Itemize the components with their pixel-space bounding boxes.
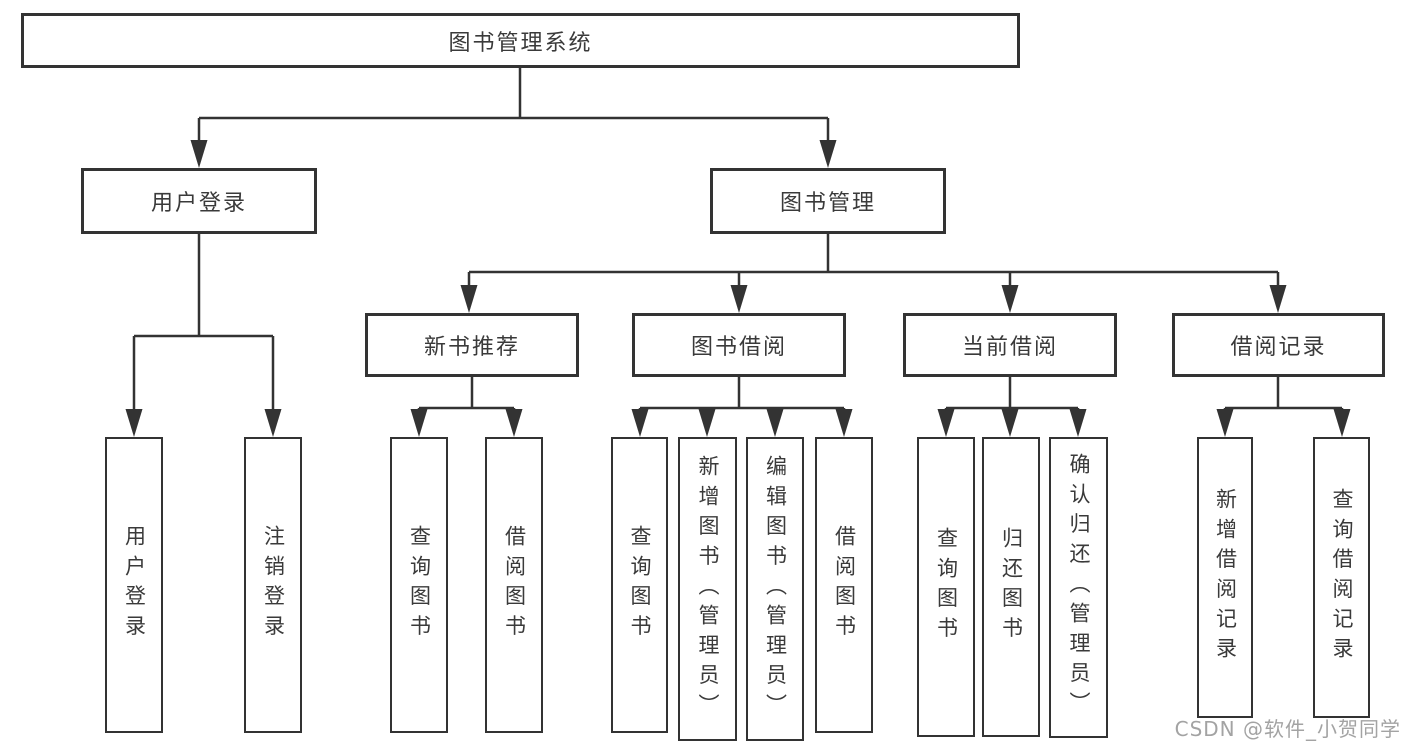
leaf-add-borrow-record-label: 新增借阅记录	[1213, 488, 1238, 667]
node-new-book-recommend: 新书推荐	[365, 313, 579, 377]
leaf-logout-label: 注销登录	[261, 525, 286, 645]
leaf-add-books-admin-label: 新增图书（管理员）	[696, 454, 720, 724]
leaf-query-books-recommend: 查询图书	[390, 437, 448, 733]
node-book-borrowing-label: 图书借阅	[690, 335, 787, 360]
leaf-user-login-label: 用户登录	[122, 525, 147, 645]
leaf-query-borrow-record: 查询借阅记录	[1313, 437, 1370, 718]
node-book-management-label: 图书管理	[779, 191, 876, 216]
leaf-confirm-return-admin-label: 确认归还（管理员）	[1067, 453, 1091, 722]
leaf-edit-books-admin-label: 编辑图书（管理员）	[763, 454, 788, 724]
node-library-system: 图书管理系统	[21, 13, 1020, 68]
csdn-watermark: CSDN @软件_小贺同学	[1174, 717, 1401, 741]
node-user-login: 用户登录	[81, 168, 317, 234]
leaf-user-login: 用户登录	[105, 437, 163, 733]
leaf-return-books: 归还图书	[982, 437, 1040, 737]
leaf-borrow-books-recommend-label: 借阅图书	[502, 525, 527, 645]
node-library-system-label: 图书管理系统	[448, 30, 593, 56]
leaf-logout: 注销登录	[244, 437, 302, 733]
node-book-borrowing: 图书借阅	[632, 313, 846, 377]
leaf-confirm-return-admin: 确认归还（管理员）	[1049, 437, 1108, 738]
leaf-borrow-books-borrowing-label: 借阅图书	[832, 525, 857, 645]
leaf-query-books-borrowing-label: 查询图书	[628, 525, 652, 645]
leaf-borrow-books-borrowing: 借阅图书	[815, 437, 873, 733]
node-user-login-label: 用户登录	[150, 191, 247, 216]
node-borrowing-records: 借阅记录	[1172, 313, 1385, 377]
node-new-book-recommend-label: 新书推荐	[423, 335, 520, 360]
leaf-query-books-borrowing: 查询图书	[611, 437, 668, 733]
leaf-query-books-current: 查询图书	[917, 437, 975, 737]
leaf-borrow-books-recommend: 借阅图书	[485, 437, 543, 733]
node-current-borrowing: 当前借阅	[903, 313, 1117, 377]
node-book-management: 图书管理	[710, 168, 946, 234]
leaf-query-borrow-record-label: 查询借阅记录	[1330, 488, 1354, 667]
leaf-return-books-label: 归还图书	[999, 527, 1024, 647]
leaf-edit-books-admin: 编辑图书（管理员）	[746, 437, 804, 741]
leaf-add-borrow-record: 新增借阅记录	[1197, 437, 1253, 718]
leaf-add-books-admin: 新增图书（管理员）	[678, 437, 737, 741]
node-borrowing-records-label: 借阅记录	[1230, 335, 1327, 360]
node-current-borrowing-label: 当前借阅	[961, 335, 1058, 360]
leaf-query-books-current-label: 查询图书	[934, 527, 959, 647]
leaf-query-books-recommend-label: 查询图书	[407, 525, 432, 645]
